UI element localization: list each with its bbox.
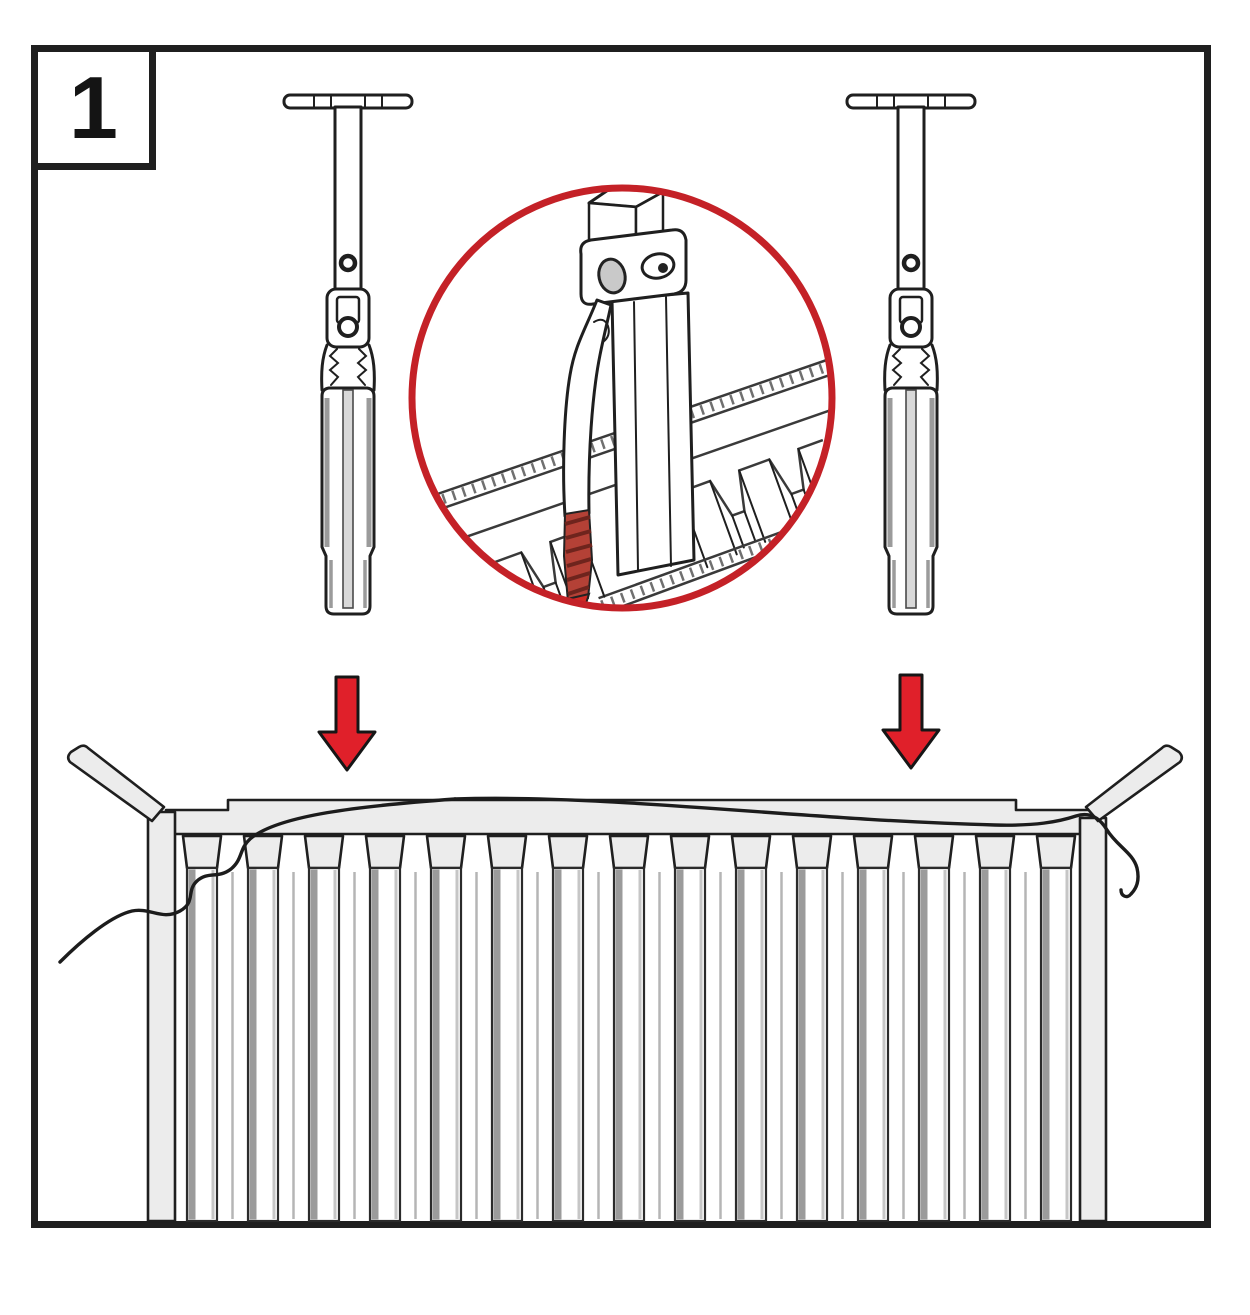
anchor-tool-right xyxy=(847,95,975,614)
detail-view xyxy=(408,184,836,612)
step-number: 1 xyxy=(69,57,118,157)
radiator-left-panel xyxy=(146,810,177,1223)
rail-hatch-top xyxy=(421,353,832,511)
fin-top xyxy=(547,834,589,870)
cable-left xyxy=(58,797,457,964)
insert-arrow-right xyxy=(881,673,941,770)
radiator xyxy=(58,744,1184,1223)
fin-top xyxy=(974,834,1016,870)
fin-top xyxy=(364,834,406,870)
fin-top xyxy=(1035,834,1077,870)
fin-top xyxy=(730,834,772,870)
step-number-badge: 1 xyxy=(31,45,156,170)
radiator-fins xyxy=(181,834,1077,1223)
fin-top xyxy=(791,834,833,870)
radiator-right-panel xyxy=(1078,816,1108,1223)
fin-top xyxy=(486,834,528,870)
detail-anchor-body xyxy=(610,291,696,577)
frame-border xyxy=(31,45,1211,1228)
right-wing xyxy=(1084,744,1184,823)
left-wing xyxy=(66,744,166,823)
fin-top xyxy=(425,834,467,870)
cable-right xyxy=(453,796,1140,899)
fin-top xyxy=(852,834,894,870)
insert-arrow-left xyxy=(317,675,377,772)
detail-circle-ring xyxy=(408,184,836,612)
fin-top xyxy=(181,834,223,870)
fin-top xyxy=(669,834,711,870)
fin-top xyxy=(608,834,650,870)
rail-hatch-bottom xyxy=(590,509,832,608)
fin-top xyxy=(913,834,955,870)
fin-top xyxy=(303,834,345,870)
anchor-tool-left xyxy=(284,95,412,614)
